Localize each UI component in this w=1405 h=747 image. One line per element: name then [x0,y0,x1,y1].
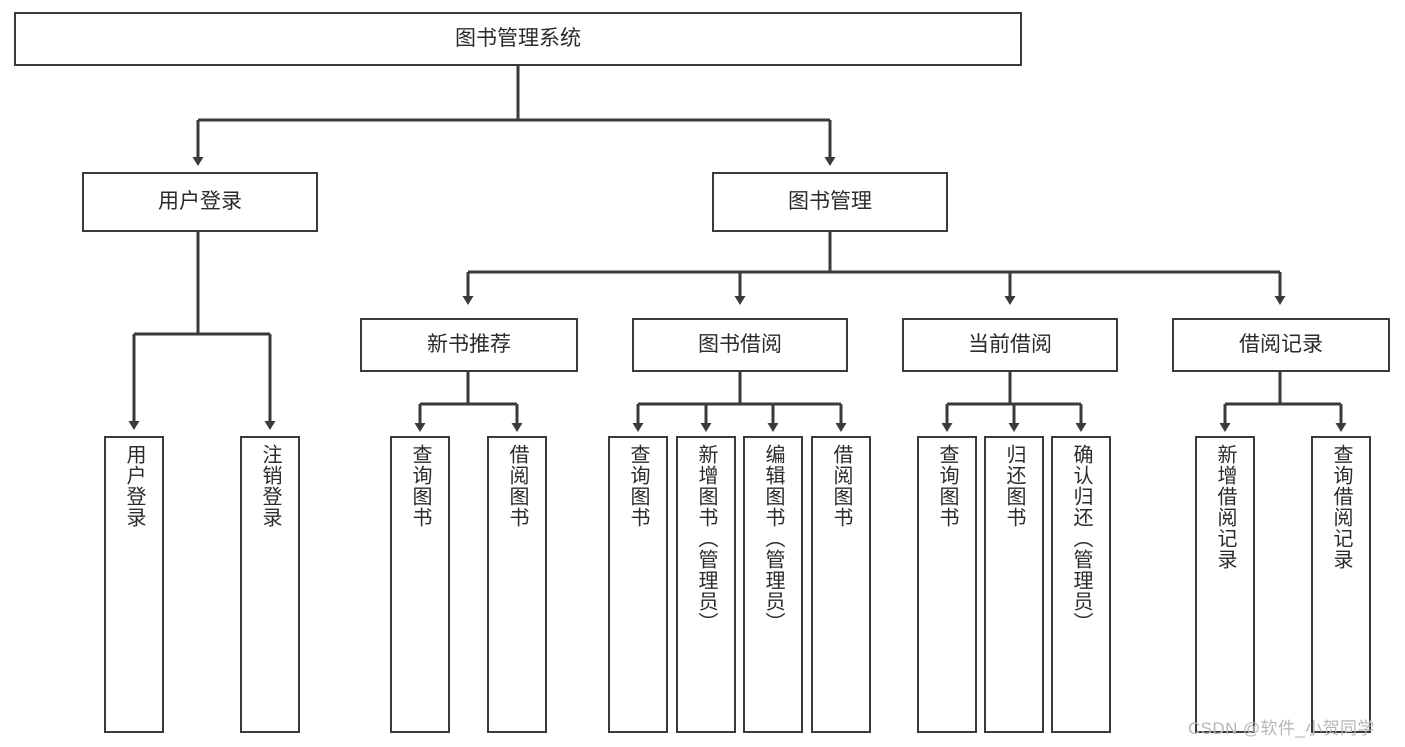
leaf-current-borrow-confirm-return[interactable]: 确认归还（管理员） [1051,436,1111,733]
node-label: 查询借阅记录 [1330,444,1352,570]
node-new-book-recommend[interactable]: 新书推荐 [360,318,578,372]
leaf-book-borrow-edit[interactable]: 编辑图书（管理员） [743,436,803,733]
leaf-borrow-record-query[interactable]: 查询借阅记录 [1311,436,1371,733]
node-label: 借阅图书 [830,444,852,528]
leaf-current-borrow-return[interactable]: 归还图书 [984,436,1044,733]
leaf-current-borrow-query[interactable]: 查询图书 [917,436,977,733]
node-label: 图书管理 [788,190,872,214]
node-label: 查询图书 [627,444,649,528]
node-book-borrow[interactable]: 图书借阅 [632,318,848,372]
node-label: 注销登录 [259,444,281,528]
node-label: 查询图书 [409,444,431,528]
node-borrow-record[interactable]: 借阅记录 [1172,318,1390,372]
node-book-management[interactable]: 图书管理 [712,172,948,232]
node-label: 编辑图书（管理员） [762,444,784,633]
node-label: 新增借阅记录 [1214,444,1236,570]
leaf-user-login-signin[interactable]: 用户登录 [104,436,164,733]
node-current-borrow[interactable]: 当前借阅 [902,318,1118,372]
watermark-text: CSDN @软件_小贺同学 [1188,719,1375,738]
leaf-user-login-signout[interactable]: 注销登录 [240,436,300,733]
leaf-new-book-query[interactable]: 查询图书 [390,436,450,733]
node-label: 新增图书（管理员） [695,444,717,633]
node-label: 借阅记录 [1239,333,1323,357]
leaf-borrow-record-add[interactable]: 新增借阅记录 [1195,436,1255,733]
node-label: 借阅图书 [506,444,528,528]
node-user-login[interactable]: 用户登录 [82,172,318,232]
node-label: 确认归还（管理员） [1070,444,1092,633]
leaf-new-book-borrow[interactable]: 借阅图书 [487,436,547,733]
node-label: 查询图书 [936,444,958,528]
node-label: 当前借阅 [968,333,1052,357]
node-label: 新书推荐 [427,333,511,357]
leaf-book-borrow-query[interactable]: 查询图书 [608,436,668,733]
leaf-book-borrow-add[interactable]: 新增图书（管理员） [676,436,736,733]
node-root-system[interactable]: 图书管理系统 [14,12,1022,66]
leaf-book-borrow-lend[interactable]: 借阅图书 [811,436,871,733]
node-label: 图书管理系统 [455,27,581,51]
node-label: 图书借阅 [698,333,782,357]
node-label: 用户登录 [123,444,145,528]
node-label: 用户登录 [158,190,242,214]
node-label: 归还图书 [1003,444,1025,528]
